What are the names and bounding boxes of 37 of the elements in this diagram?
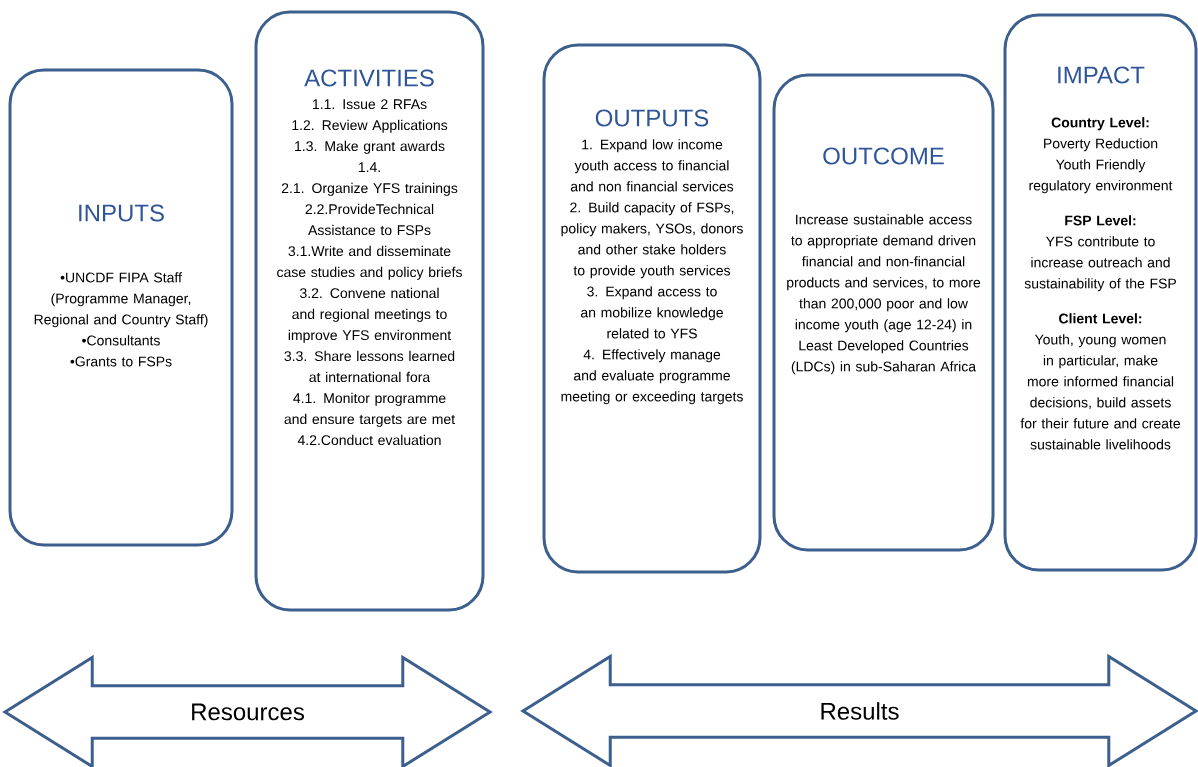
body-text: 1.1. Issue 2 RFAs 1.2. Review Applications 1.3. Make grant awards 1.4. 2.1. Organize YFS trainings 2.2.ProvideTechnical Assistance to FSPs 3.1.Write and disseminate case studies and policy briefs 3.2. Convene national and regional meetings to improve YFS environment 3.3. Share lessons learned at international fora 4.1. Monitor programme and ensure targets are met 4.2.Conduct evaluation	[277, 99, 462, 446]
node-label: 3.2. Convene national and regional meetings to improve YFS environment	[288, 287, 452, 343]
column-heading: ACTIVITIES	[304, 69, 434, 87]
node-label: Country Level:	[1051, 117, 1149, 131]
rounded-box	[542, 43, 762, 574]
node-label: YFS contribute to increase outreach and sustainability of the FSP	[1024, 236, 1177, 292]
node-label: Client Level:	[1059, 313, 1142, 324]
column-heading: IMPACT	[1058, 66, 1145, 84]
rounded-box	[8, 68, 234, 547]
column-heading: OUTCOME	[823, 147, 944, 165]
node-label: 4.2.Conduct evaluation	[297, 434, 441, 446]
node-label: 2.1. Organize YFS trainings	[281, 182, 458, 196]
column-heading: INPUTS	[79, 204, 164, 222]
node-label: 3.1.Write and disseminate case studies and policy briefs	[277, 245, 462, 280]
body-text: 1. Expand low income youth access to financial and non financial services 2. Build capacity of FSPs, policy makers, YSOs, donors and other stake holders to provide youth services 3. Expand access to an mobilize knowledge related to YFS 4. Effectively manage and evaluate programme meeting or exceeding targets	[561, 139, 743, 405]
node-label: 3.3. Share lessons learned at international fora	[284, 350, 455, 383]
body-text: •UNCDF FIPA Staff (Programme Manager, Regional and Country Staff) •Consultants •Grants to FSPs	[34, 272, 208, 367]
node-label: 1. Expand low income youth access to financial and non financial services	[570, 139, 734, 192]
node-label: 2. Build capacity of FSPs, policy makers, YSOs, donors and other stake holders to provide youth services	[561, 202, 743, 279]
node-label: 1.4.	[358, 162, 380, 172]
node-label: 1.3. Make grant awards	[295, 140, 445, 154]
node-label: 1.2. Review Applications	[292, 119, 448, 133]
node-label: 3. Expand access to an mobilize knowledge related to YFS	[581, 286, 723, 339]
node-label: 4. Effectively manage and evaluate programme meeting or exceeding targets	[561, 349, 743, 405]
rounded-box	[772, 73, 995, 552]
node-label: Youth, young women in particular, make more informed financial decisions, build assets for their future and create sustainable livelihoods	[1020, 334, 1181, 450]
node-label: 2.2.ProvideTechnical Assistance to FSPs	[305, 203, 434, 236]
node-label: 1.1. Issue 2 RFAs	[313, 99, 427, 110]
rounded-box	[254, 10, 485, 612]
node-label: FSP Level:	[1065, 215, 1136, 226]
node-label: Youth Friendly regulatory environment	[1029, 159, 1173, 194]
rounded-box	[1003, 13, 1198, 572]
node-label: 4.1. Monitor programme and ensure targets are met	[284, 392, 455, 427]
column-heading: OUTPUTS	[595, 109, 709, 127]
body-text: Increase sustainable access to appropriate demand driven financial and non-financial products and services, to more than 200,000 poor and low income youth (age 12-24) in Least Developed Countries (LDCs) in sub-Saharan Africa	[787, 214, 981, 375]
body-text: Country Level: Poverty Reduction Youth Friendly regulatory environment FSP Level: YFS contribute to increase outreach and sustainability of the FSP Client Level: Youth, young women in particular, make more informed financial decisions, build assets for their future and create sustainable livelihoods	[1020, 117, 1180, 450]
node-label: Poverty Reduction	[1044, 138, 1158, 152]
